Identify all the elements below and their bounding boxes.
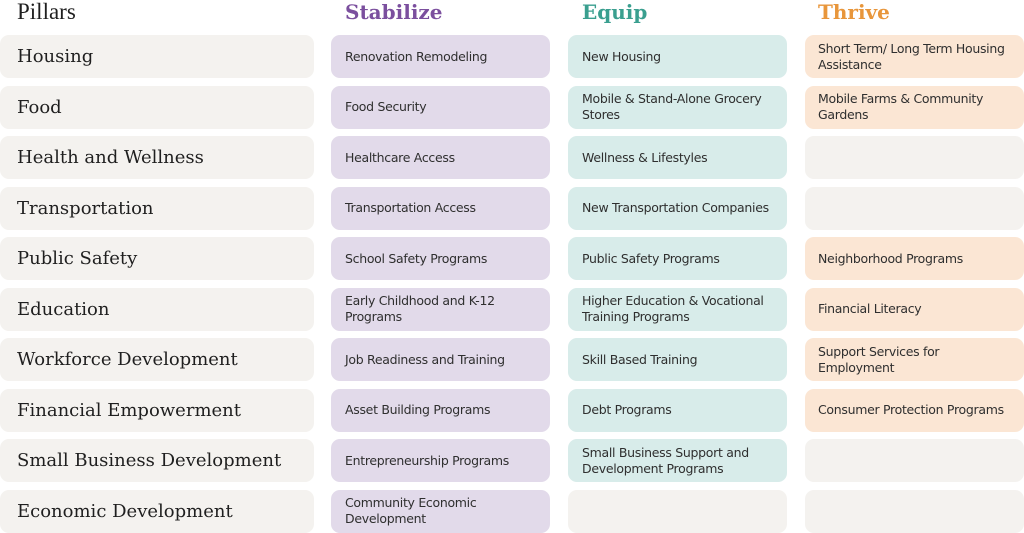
table-row: Transportation Transportation Access New T… xyxy=(0,186,1024,230)
equip-cell: Wellness & Lifestyles xyxy=(568,136,787,179)
table-row: Public Safety School Safety Programs Publi… xyxy=(0,237,1024,280)
table-row: Health and Wellness Healthcare Access Well… xyxy=(0,136,1024,179)
header-pillars: Pillars xyxy=(17,0,76,24)
equip-cell-label: Wellness & Lifestyles xyxy=(582,149,708,165)
stabilize-cell-label: Transportation Access xyxy=(345,200,476,215)
header-stabilize: Stabilize xyxy=(345,0,443,24)
pillar-cell-label: Education xyxy=(17,298,110,320)
stabilize-cell-label: Community Economic Development xyxy=(345,495,477,526)
equip-cell-label: Skill Based Training xyxy=(582,351,698,367)
pillar-cell: Workforce Development xyxy=(0,338,314,381)
header-thrive: Thrive xyxy=(818,0,890,24)
equip-cell: Debt Programs xyxy=(568,388,787,432)
equip-cell-label: Mobile & Stand-Alone Grocery Stores xyxy=(582,91,762,122)
pillar-cell: Economic Development xyxy=(0,489,314,533)
thrive-cell-label: Financial Literacy xyxy=(818,301,922,316)
pillar-cell: Education xyxy=(0,287,314,331)
equip-cell-label: Public Safety Programs xyxy=(582,250,720,266)
thrive-cell-label: Support Services for Employment xyxy=(818,343,940,375)
pillar-cell: Small Business Development xyxy=(0,439,314,482)
table-row: Economic Development Community Economic D… xyxy=(0,489,1024,533)
stabilize-cell-label: Renovation Remodeling xyxy=(345,48,488,64)
stabilize-cell: Food Security xyxy=(331,85,550,129)
table-row: Financial Empowerment Asset Building Prog… xyxy=(0,388,1024,432)
stabilize-cell-label: Healthcare Access xyxy=(345,149,455,165)
stabilize-cell: Healthcare Access xyxy=(331,136,550,179)
pillar-cell: Public Safety xyxy=(0,237,314,280)
thrive-cell-label: Mobile Farms & Community Gardens xyxy=(818,91,984,122)
stabilize-cell-label: School Safety Programs xyxy=(345,250,488,266)
stabilize-cell-label: Food Security xyxy=(345,99,427,114)
equip-cell-label: New Transportation Companies xyxy=(582,200,769,215)
stabilize-cell: Transportation Access xyxy=(331,186,550,230)
pillar-cell-label: Workforce Development xyxy=(17,349,238,370)
stabilize-cell-label: Job Readiness and Training xyxy=(345,351,505,367)
table-row: Workforce Development Job Readiness and T… xyxy=(0,338,1024,381)
thrive-cell: Financial Literacy xyxy=(805,287,1024,331)
pillar-cell-label: Public Safety xyxy=(17,248,138,269)
thrive-cell xyxy=(805,439,1024,482)
pillar-cell-label: Financial Empowerment xyxy=(17,399,241,421)
pillar-cell-label: Health and Wellness xyxy=(17,147,204,168)
stabilize-cell: Entrepreneurship Programs xyxy=(331,439,550,482)
pillar-cell-label: Food xyxy=(17,96,62,118)
thrive-cell xyxy=(805,489,1024,533)
thrive-cell-label: Short Term/ Long Term Housing Assistance xyxy=(818,40,1005,72)
thrive-cell: Consumer Protection Programs xyxy=(805,388,1024,432)
equip-cell: Small Business Support and Development P… xyxy=(568,439,787,482)
pillar-cell: Transportation xyxy=(0,186,314,230)
pillar-cell: Health and Wellness xyxy=(0,136,314,179)
equip-cell: Mobile & Stand-Alone Grocery Stores xyxy=(568,85,787,129)
table-row: Small Business Development Entrepreneursh… xyxy=(0,439,1024,482)
pillar-cell-label: Economic Development xyxy=(17,500,233,522)
thrive-cell: Support Services for Employment xyxy=(805,338,1024,381)
stabilize-cell: Job Readiness and Training xyxy=(331,338,550,381)
thrive-cell: Mobile Farms & Community Gardens xyxy=(805,85,1024,129)
stabilize-cell: Renovation Remodeling xyxy=(331,35,550,78)
header-equip: Equip xyxy=(582,0,648,24)
thrive-cell-label: Consumer Protection Programs xyxy=(818,402,1004,417)
equip-cell: New Transportation Companies xyxy=(568,186,787,230)
equip-cell-label: Debt Programs xyxy=(582,402,672,417)
equip-cell-label: Higher Education & Vocational Training P… xyxy=(582,293,764,324)
pillar-cell-label: Transportation xyxy=(17,197,154,219)
pillar-cell-label: Small Business Development xyxy=(17,450,282,471)
pillar-cell: Financial Empowerment xyxy=(0,388,314,432)
equip-cell: Skill Based Training xyxy=(568,338,787,381)
thrive-cell xyxy=(805,136,1024,179)
stabilize-cell-label: Entrepreneurship Programs xyxy=(345,452,510,468)
stabilize-cell-label: Asset Building Programs xyxy=(345,402,491,417)
thrive-cell: Short Term/ Long Term Housing Assistance xyxy=(805,35,1024,78)
stabilize-cell: School Safety Programs xyxy=(331,237,550,280)
stabilize-cell: Asset Building Programs xyxy=(331,388,550,432)
equip-cell xyxy=(568,489,787,533)
equip-cell-label: Small Business Support and Development P… xyxy=(582,444,749,476)
thrive-cell-label: Neighborhood Programs xyxy=(818,250,963,266)
table-row: Food Food Security Mobile & Stand-Alone Gr… xyxy=(0,85,1024,129)
thrive-cell xyxy=(805,186,1024,230)
equip-cell-label: New Housing xyxy=(582,48,661,64)
stabilize-cell: Community Economic Development xyxy=(331,489,550,533)
pillar-cell-label: Housing xyxy=(17,46,94,67)
table-row: Education Early Childhood and K-12 Progra… xyxy=(0,287,1024,331)
table-row: Housing Renovation Remodeling New Housing S… xyxy=(0,35,1024,78)
stabilize-cell: Early Childhood and K-12 Programs xyxy=(331,287,550,331)
pillar-cell: Food xyxy=(0,85,314,129)
pillar-cell: Housing xyxy=(0,35,314,78)
equip-cell: New Housing xyxy=(568,35,787,78)
equip-cell: Public Safety Programs xyxy=(568,237,787,280)
stabilize-cell-label: Early Childhood and K-12 Programs xyxy=(345,293,495,324)
equip-cell: Higher Education & Vocational Training P… xyxy=(568,287,787,331)
thrive-cell: Neighborhood Programs xyxy=(805,237,1024,280)
